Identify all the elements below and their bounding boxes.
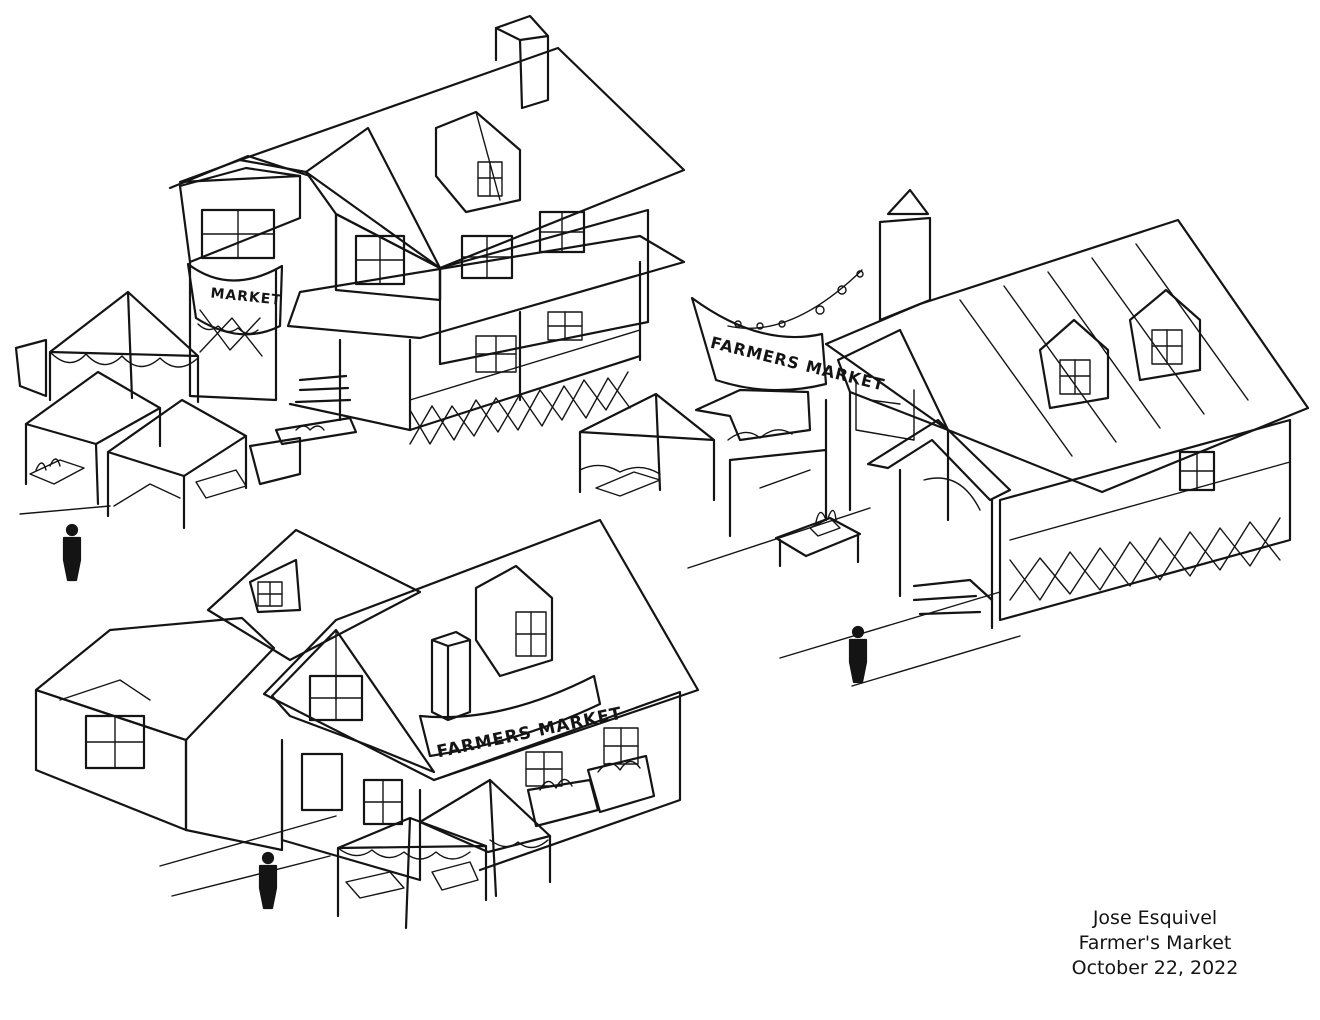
caption-author: Jose Esquivel xyxy=(1092,907,1218,929)
banner-text-bottom: FARMERS MARKET xyxy=(435,704,624,763)
right-house xyxy=(824,188,1310,630)
person-figure-right xyxy=(848,625,868,684)
caption-date: October 22, 2022 xyxy=(1071,957,1239,979)
top-left-tents xyxy=(14,290,358,530)
ground-lines xyxy=(19,505,1021,897)
person-figure-bottom xyxy=(258,851,278,910)
right-stalls xyxy=(578,388,862,568)
sketch-caption: Jose Esquivel Farmer's Market October 22… xyxy=(1040,906,1270,981)
top-left-banner: MARKET xyxy=(186,262,284,336)
bottom-tents xyxy=(336,778,552,930)
top-left-house xyxy=(168,14,686,445)
banner-text-top-left: MARKET xyxy=(210,285,283,308)
caption-title: Farmer's Market xyxy=(1078,932,1232,954)
person-figure-left xyxy=(62,523,82,582)
right-banner: FARMERS MARKET xyxy=(690,269,887,395)
bottom-house xyxy=(34,518,700,882)
